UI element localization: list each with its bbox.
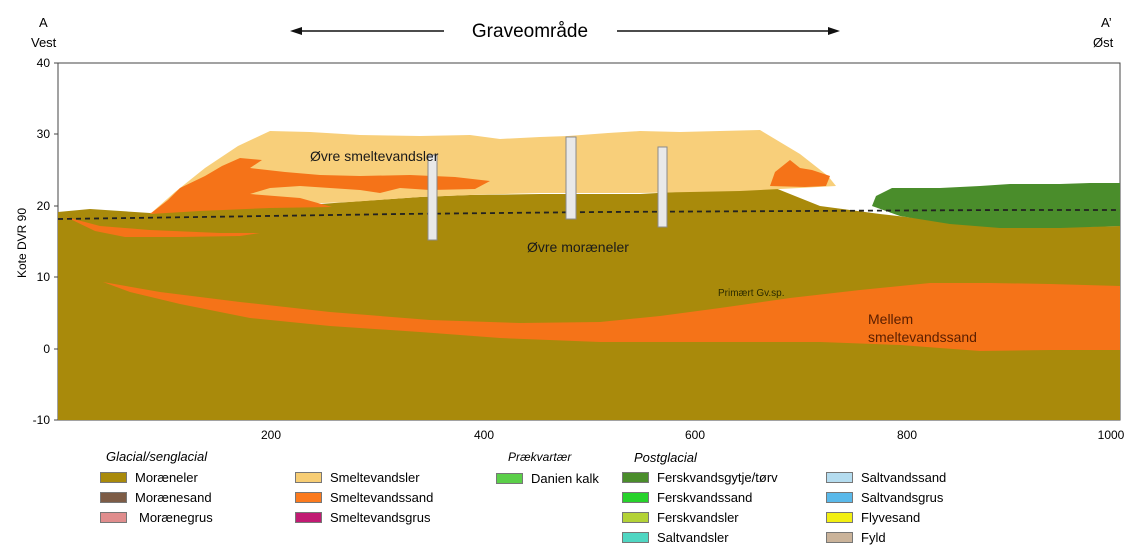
legend-item: Saltvandsler bbox=[622, 530, 729, 545]
legend-item: Ferskvandsgytje/tørv bbox=[622, 470, 778, 485]
legend-item: Ferskvandsler bbox=[622, 510, 739, 525]
legend-label: Flyvesand bbox=[861, 510, 920, 525]
legend-swatch bbox=[496, 473, 523, 484]
legend-item: Fyld bbox=[826, 530, 886, 545]
legend-heading-prequaternary: Prækvartær bbox=[508, 450, 571, 464]
legend-label: Smeltevandssand bbox=[330, 490, 433, 505]
legend-swatch bbox=[826, 492, 853, 503]
legend-item: Smeltevandsgrus bbox=[295, 510, 430, 525]
legend-heading-glacial: Glacial/senglacial bbox=[106, 449, 207, 464]
legend-swatch bbox=[622, 472, 649, 483]
legend-swatch bbox=[100, 512, 127, 523]
legend-label: Ferskvandsgytje/tørv bbox=[657, 470, 778, 485]
legend-item: Smeltevandssand bbox=[295, 490, 433, 505]
legend-swatch bbox=[826, 512, 853, 523]
legend-label: Saltvandssand bbox=[861, 470, 946, 485]
legend-label: Morænegrus bbox=[139, 510, 213, 525]
legend-item: Morænegrus bbox=[100, 510, 213, 525]
legend-swatch bbox=[295, 472, 322, 483]
legend-item: Moræneler bbox=[100, 470, 198, 485]
legend-item: Morænesand bbox=[100, 490, 212, 505]
legend-swatch bbox=[826, 472, 853, 483]
legend-swatch bbox=[622, 512, 649, 523]
legend-swatch bbox=[100, 472, 127, 483]
legend-label: Saltvandsgrus bbox=[861, 490, 943, 505]
legend-item: Smeltevandsler bbox=[295, 470, 420, 485]
legend-swatch bbox=[295, 512, 322, 523]
legend-label: Smeltevandsler bbox=[330, 470, 420, 485]
legend-heading-postglacial: Postglacial bbox=[634, 450, 697, 465]
legend-label: Smeltevandsgrus bbox=[330, 510, 430, 525]
legend-swatch bbox=[826, 532, 853, 543]
legend-item: Danien kalk bbox=[496, 471, 599, 486]
legend-label: Danien kalk bbox=[531, 471, 599, 486]
legend-label: Ferskvandsler bbox=[657, 510, 739, 525]
legend-label: Saltvandsler bbox=[657, 530, 729, 545]
legend-item: Flyvesand bbox=[826, 510, 920, 525]
legend-label: Morænesand bbox=[135, 490, 212, 505]
legend-item: Saltvandsgrus bbox=[826, 490, 943, 505]
legend-swatch bbox=[622, 492, 649, 503]
legend-item: Saltvandssand bbox=[826, 470, 946, 485]
legend-label: Moræneler bbox=[135, 470, 198, 485]
legend-label: Fyld bbox=[861, 530, 886, 545]
legend-item: Ferskvandssand bbox=[622, 490, 752, 505]
legend-swatch bbox=[100, 492, 127, 503]
legend-swatch bbox=[622, 532, 649, 543]
legend-swatch bbox=[295, 492, 322, 503]
legend-label: Ferskvandssand bbox=[657, 490, 752, 505]
